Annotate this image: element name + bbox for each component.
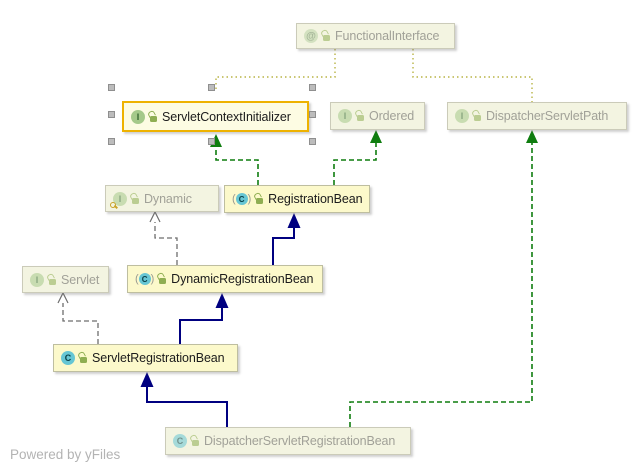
class-label: DispatcherServletRegistrationBean (204, 434, 396, 448)
class-label: DispatcherServletPath (486, 109, 609, 123)
edge-dispatcher-servlet-registration-bean-to-servlet-registration-bean (140, 372, 228, 427)
unlocked-padlock-icon (322, 30, 331, 42)
unlocked-padlock-icon (356, 110, 365, 122)
edge-servlet-registration-bean-to-dynamic-registration-bean (179, 293, 229, 344)
class-label: DynamicRegistrationBean (171, 272, 314, 286)
edge-dynamic-registration-bean-to-dynamic (149, 210, 178, 265)
arrowhead-implements (370, 130, 382, 143)
class-label: Dynamic (144, 191, 192, 206)
arrowhead-interface-extends (57, 291, 69, 304)
interface-icon: I (30, 272, 44, 287)
interface-icon: I (131, 109, 145, 124)
annotation-icon: @ (304, 29, 318, 43)
key-icon (110, 201, 116, 208)
unlocked-padlock-icon (255, 193, 264, 205)
edge-registration-bean-to-ordered (333, 130, 382, 185)
unlocked-padlock-icon (131, 193, 140, 205)
unlocked-padlock-icon (158, 273, 167, 285)
class-node-dispatcher-servlet-registration-bean[interactable]: C DispatcherServletRegistrationBean (165, 427, 411, 455)
arrowhead-extends (287, 213, 301, 228)
selection-handle[interactable] (308, 83, 316, 91)
yfiles-watermark: Powered by yFiles (10, 447, 121, 462)
edge-dynamic-registration-bean-to-registration-bean (272, 213, 301, 265)
edge-dispatcher-servlet-registration-bean-to-dispatcher-servlet-path (349, 130, 538, 427)
unlocked-padlock-icon (473, 110, 482, 122)
class-node-functional-interface[interactable]: @ FunctionalInterface (296, 23, 455, 49)
interface-icon: I (338, 109, 352, 123)
class-node-dynamic-registration-bean[interactable]: (C) DynamicRegistrationBean (127, 265, 323, 293)
class-label: ServletRegistrationBean (92, 351, 225, 365)
arrowhead-implements (526, 130, 538, 143)
class-abstract-icon: (C) (135, 273, 155, 285)
interface-icon: I (110, 191, 127, 208)
edge-registration-bean-to-servlet-context-initializer (210, 134, 259, 185)
selection-handle[interactable] (207, 83, 215, 91)
edge-functional-interface-to-dispatcher-servlet-path (412, 49, 533, 102)
class-node-servlet-context-initializer[interactable]: I ServletContextInitializer (122, 101, 309, 132)
unlocked-padlock-icon (79, 352, 88, 364)
class-icon: C (173, 434, 187, 448)
selection-handle[interactable] (207, 137, 215, 145)
edge-servlet-registration-bean-to-servlet (57, 291, 99, 344)
class-node-dynamic[interactable]: I Dynamic (105, 185, 219, 212)
selection-handle[interactable] (308, 137, 316, 145)
edge-functional-interface-to-servlet-context-initializer (215, 49, 336, 92)
arrowhead-interface-extends (149, 210, 161, 223)
arrowhead-extends (215, 293, 229, 308)
selection-handle[interactable] (308, 110, 316, 118)
unlocked-padlock-icon (191, 435, 200, 447)
class-icon: C (61, 351, 75, 365)
class-node-ordered[interactable]: I Ordered (330, 102, 425, 130)
class-label: RegistrationBean (268, 192, 363, 206)
selection-handle[interactable] (107, 137, 115, 145)
class-label: FunctionalInterface (335, 29, 440, 43)
class-node-registration-bean[interactable]: (C) RegistrationBean (224, 185, 370, 213)
selection-handle[interactable] (107, 110, 115, 118)
interface-icon: I (455, 109, 469, 123)
arrowhead-extends (140, 372, 154, 387)
selection-handle[interactable] (107, 83, 115, 91)
class-node-dispatcher-servlet-path[interactable]: I DispatcherServletPath (447, 102, 627, 130)
class-node-servlet[interactable]: I Servlet (22, 266, 109, 293)
class-label: Ordered (369, 109, 415, 123)
class-node-servlet-registration-bean[interactable]: C ServletRegistrationBean (53, 344, 238, 372)
class-label: Servlet (61, 272, 100, 287)
unlocked-padlock-icon (149, 111, 158, 123)
class-label: ServletContextInitializer (162, 109, 291, 124)
unlocked-padlock-icon (48, 274, 57, 286)
class-abstract-icon: (C) (232, 193, 252, 205)
